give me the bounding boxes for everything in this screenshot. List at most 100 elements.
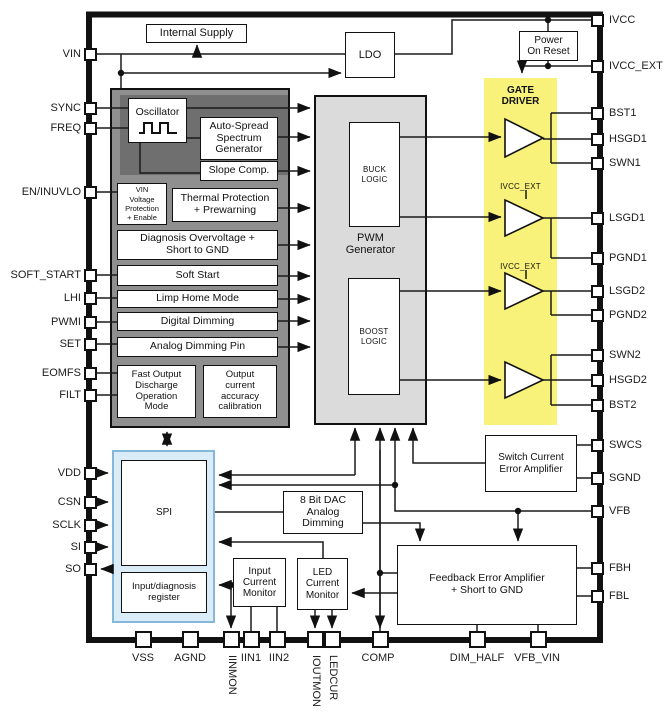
analog-dimming-block: Analog Dimming Pin bbox=[117, 337, 278, 357]
pin-square bbox=[591, 284, 604, 298]
pin-square bbox=[591, 132, 604, 146]
pin-iin2-label: IIN2 bbox=[268, 652, 290, 664]
pin-agnd-label: AGND bbox=[174, 652, 206, 664]
pin-iin1 bbox=[243, 631, 260, 648]
feedback-amp-block: Feedback Error Amplifier + Short to GND bbox=[397, 545, 577, 625]
ivcc-ext-label-1: IVCC_EXT bbox=[500, 182, 541, 191]
pin-swn2: SWN2 bbox=[591, 346, 641, 364]
pin-square bbox=[84, 291, 97, 305]
pin-square bbox=[591, 398, 604, 412]
pin-eomfs: EOMFS bbox=[0, 364, 97, 382]
pin-square bbox=[84, 337, 97, 351]
pin-iinmon bbox=[223, 631, 240, 648]
pin-square bbox=[84, 268, 97, 282]
driver-buffer-icon bbox=[504, 198, 545, 238]
pin-csn: CSN bbox=[0, 493, 97, 511]
driver-buffer-icon bbox=[504, 271, 545, 311]
switch-current-amp-block: Switch Current Error Amplifier bbox=[485, 435, 577, 492]
wires bbox=[95, 19, 591, 631]
pin-bst1: BST1 bbox=[591, 104, 637, 122]
pin-square bbox=[84, 388, 97, 402]
pin-square bbox=[591, 348, 604, 362]
pin-lsgd2: LSGD2 bbox=[591, 282, 645, 300]
boost-logic-block: BOOST LOGIC bbox=[348, 278, 400, 395]
pin-square bbox=[84, 185, 97, 199]
pin-sgnd: SGND bbox=[591, 469, 641, 487]
pin-soft-start: SOFT_START bbox=[0, 266, 97, 284]
pin-square bbox=[591, 211, 604, 225]
pin-square bbox=[84, 562, 97, 576]
pin-vss-label: VSS bbox=[131, 652, 155, 664]
pin-vfb-vin bbox=[530, 631, 547, 648]
pin-fbh: FBH bbox=[591, 559, 631, 577]
driver-buffer-icon bbox=[504, 360, 545, 400]
pin-square bbox=[84, 101, 97, 115]
pin-freq: FREQ bbox=[0, 119, 97, 137]
limp-home-block: Limp Home Mode bbox=[117, 290, 278, 308]
pin-agnd bbox=[182, 631, 199, 648]
pin-vfb: VFB bbox=[591, 502, 630, 520]
pin-pwmi: PWMI bbox=[0, 313, 97, 331]
pin-square bbox=[591, 13, 604, 27]
pin-ivcc-ext: IVCC_EXT bbox=[591, 57, 663, 75]
pin-bst2: BST2 bbox=[591, 396, 637, 414]
power-on-reset-block: Power On Reset bbox=[519, 31, 578, 61]
pin-ioutmon-label: IOUTMON bbox=[310, 655, 322, 707]
pin-filt: FILT bbox=[0, 386, 97, 404]
pin-square bbox=[84, 540, 97, 554]
pin-dim-half-label: DIM_HALF bbox=[449, 652, 505, 664]
driver-buffer-icon bbox=[504, 117, 545, 159]
pin-square bbox=[591, 156, 604, 170]
pin-square bbox=[591, 438, 604, 452]
fast-output-discharge-block: Fast Output Discharge Operation Mode bbox=[117, 365, 196, 418]
pin-pgnd2: PGND2 bbox=[591, 306, 647, 324]
pin-square bbox=[591, 59, 604, 73]
pin-lsgd1: LSGD1 bbox=[591, 209, 645, 227]
pin-square bbox=[84, 366, 97, 380]
pin-vss bbox=[135, 631, 152, 648]
pin-hsgd1: HSGD1 bbox=[591, 130, 647, 148]
pin-square bbox=[591, 589, 604, 603]
pin-iin2 bbox=[269, 631, 286, 648]
pin-lhi: LHI bbox=[0, 289, 97, 307]
pin-fbl: FBL bbox=[591, 587, 629, 605]
ldo-block: LDO bbox=[345, 32, 395, 78]
pin-ioutmon bbox=[307, 631, 324, 648]
junction-dots bbox=[117, 16, 552, 589]
internal-supply-block: Internal Supply bbox=[146, 24, 247, 43]
pin-square bbox=[591, 504, 604, 518]
pin-set: SET bbox=[0, 335, 97, 353]
pin-swn1: SWN1 bbox=[591, 154, 641, 172]
soft-start-block: Soft Start bbox=[117, 265, 278, 286]
pwm-generator-label: PWM Generator bbox=[345, 232, 396, 256]
ivcc-ext-label-2: IVCC_EXT bbox=[500, 262, 541, 271]
pin-comp-label: COMP bbox=[361, 652, 395, 664]
pin-si: SI bbox=[0, 538, 97, 556]
gate-driver-label: GATE DRIVER bbox=[501, 85, 540, 107]
digital-dimming-block: Digital Dimming bbox=[117, 312, 278, 331]
dac-analog-dimming-block: 8 Bit DAC Analog Dimming bbox=[283, 491, 363, 534]
pin-iinmon-label: IINMON bbox=[226, 655, 238, 695]
vin-protection-block: VIN Voltage Protection + Enable bbox=[117, 183, 167, 225]
pin-pgnd1: PGND1 bbox=[591, 249, 647, 267]
pin-sync: SYNC bbox=[0, 99, 97, 117]
slope-comp-block: Slope Comp. bbox=[200, 161, 278, 181]
input-diag-register-block: Input/diagnosis register bbox=[121, 572, 207, 613]
thermal-protection-block: Thermal Protection + Prewarning bbox=[172, 188, 278, 222]
pin-en-inuvlo: EN/INUVLO bbox=[0, 183, 97, 201]
pin-sclk: SCLK bbox=[0, 516, 97, 534]
pin-comp bbox=[372, 631, 389, 648]
pin-square bbox=[591, 106, 604, 120]
led-current-monitor-block: LED Current Monitor bbox=[297, 558, 348, 610]
pin-square bbox=[84, 495, 97, 509]
spi-block: SPI bbox=[121, 460, 207, 566]
pin-ivcc: IVCC bbox=[591, 11, 635, 29]
auto-spread-block: Auto-Spread Spectrum Generator bbox=[200, 117, 278, 160]
pin-dim-half bbox=[469, 631, 486, 648]
pin-square bbox=[591, 373, 604, 387]
pin-iin1-label: IIN1 bbox=[240, 652, 262, 664]
pin-ledcur bbox=[324, 631, 341, 648]
output-accuracy-block: Output current accuracy calibration bbox=[203, 365, 277, 418]
